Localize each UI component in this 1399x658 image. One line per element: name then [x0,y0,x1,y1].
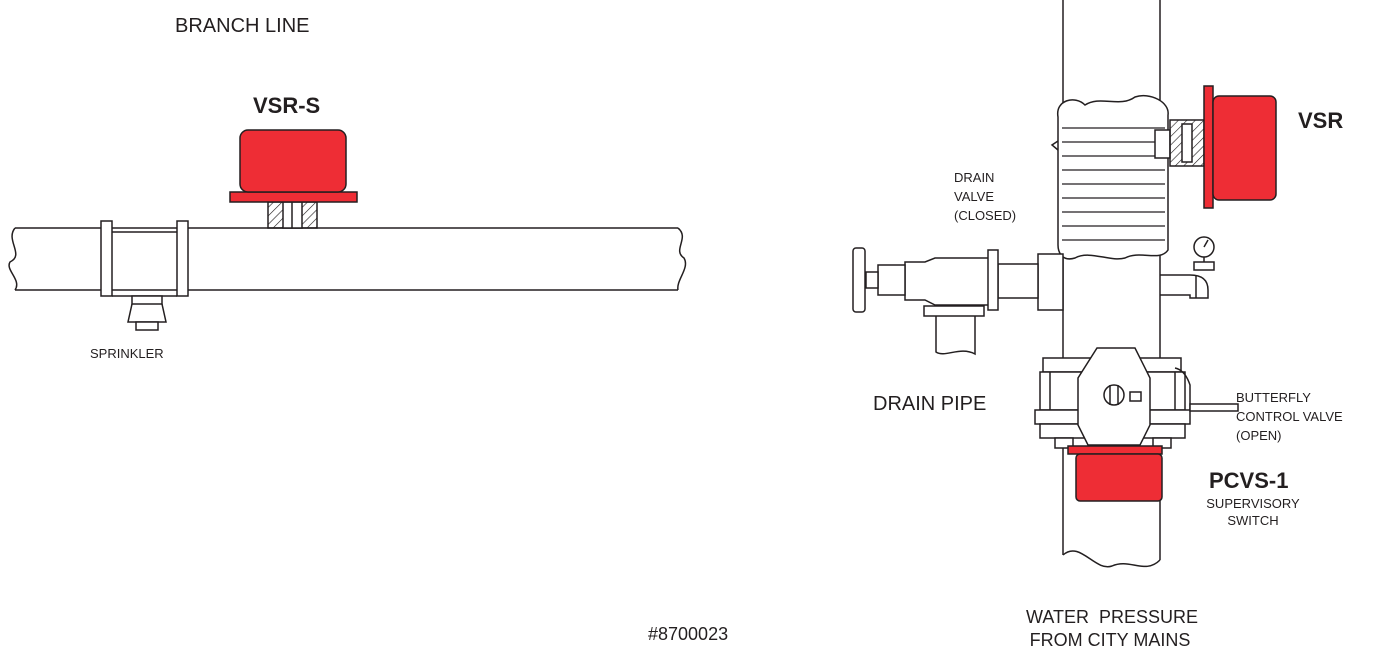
butterfly-line-2: CONTROL VALVE [1236,409,1343,424]
butterfly-line-1: BUTTERFLY [1236,390,1311,405]
vsr-label: VSR [1298,108,1344,133]
sprinkler-head [127,295,167,331]
water-pressure-label: WATER PRESSURE FROM CITY MAINS [1026,606,1199,652]
part-number-label: #8700023 [648,624,729,644]
supervisory-line-2: SWITCH [1227,513,1279,528]
pipe-hanger [100,220,189,297]
water-line-2: FROM CITY MAINS [1029,630,1191,650]
vsr-switch [1154,85,1277,209]
drain-valve-line-2: VALVE [954,189,994,204]
butterfly-valve-label: BUTTERFLY CONTROL VALVE (OPEN) [1236,388,1343,445]
butterfly-line-3: (OPEN) [1236,428,1282,443]
drain-valve-assembly [852,247,1064,356]
drain-valve-line-3: (CLOSED) [954,208,1017,223]
water-line-1: WATER PRESSURE [1026,607,1199,627]
sprinkler-label: SPRINKLER [90,346,164,361]
pcvs-1-switch [1067,445,1163,502]
vsr-s-switch [229,129,358,229]
pressure-gauge [1160,236,1215,299]
butterfly-control-valve [1034,347,1239,449]
pcvs-1-label: PCVS-1 [1209,468,1289,493]
drain-pipe-label: DRAIN PIPE [873,393,987,415]
vsr-s-label: VSR-S [253,93,321,118]
supervisory-line-1: SUPERVISORY [1206,496,1300,511]
supervisory-switch-label: SUPERVISORY SWITCH [1198,495,1308,529]
branch-line-pipe [8,227,687,291]
drain-valve-line-1: DRAIN [954,170,995,185]
branch-line-label: BRANCH LINE [175,15,310,37]
drain-valve-label: DRAIN VALVE (CLOSED) [954,168,1016,225]
riser-fitting [1050,95,1169,260]
